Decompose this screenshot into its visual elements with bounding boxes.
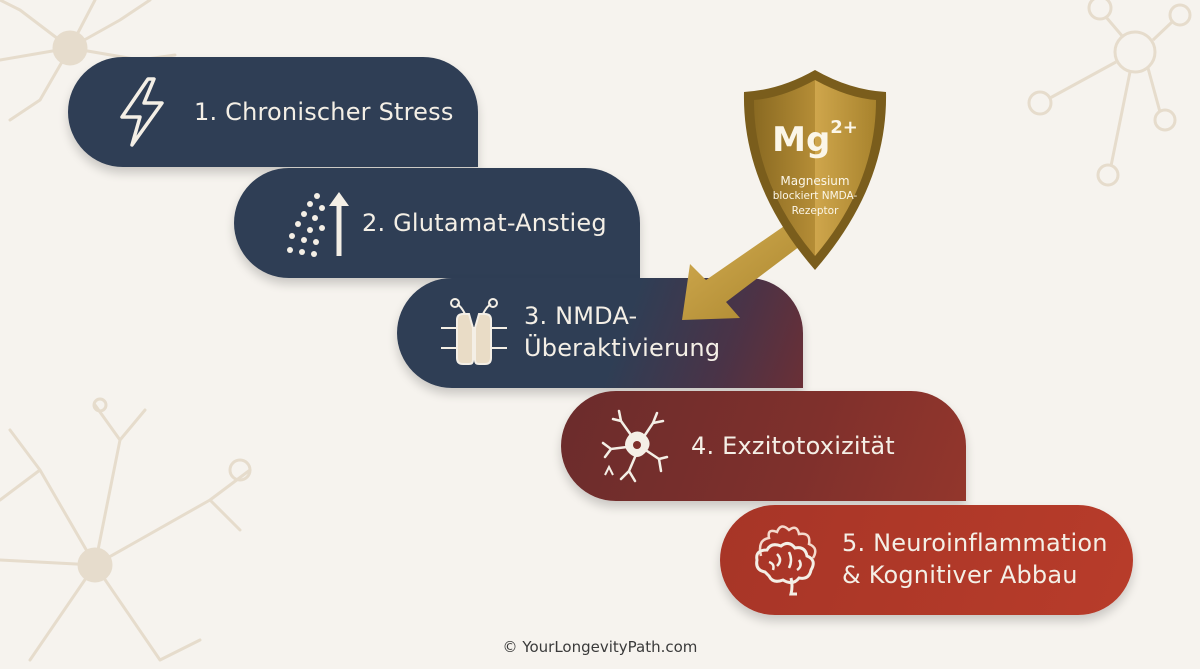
shield-line2: blockiert NMDA-	[772, 190, 858, 202]
copyright-footer: © YourLongevityPath.com	[502, 638, 698, 656]
magnesium-symbol: Mg2+	[772, 116, 858, 160]
magnesium-charge: 2+	[830, 116, 858, 138]
magnesium-shield: Mg2+ Magnesium blockiert NMDA- Rezeptor	[740, 66, 890, 276]
step-label-line1: 3. NMDA-	[524, 302, 638, 330]
step-label: 4. Exzitotoxizität	[691, 432, 895, 460]
step-label-line2: & Kognitiver Abbau	[842, 561, 1078, 589]
shield-icon	[743, 70, 887, 270]
step-glutamate-rise: 2. Glutamat-Anstieg	[234, 168, 640, 278]
damaged-neuron-icon	[581, 391, 691, 501]
neuron-top-left-icon	[0, 0, 177, 122]
lightning-bolt-icon	[88, 57, 198, 167]
burning-brain-icon	[732, 505, 842, 615]
step-label: 1. Chronischer Stress	[194, 98, 454, 126]
step-neuroinflammation: 5. Neuroinflammation & Kognitiver Abbau	[720, 505, 1133, 615]
step-nmda-overactivation: 3. NMDA- Überaktivierung	[397, 278, 803, 388]
nmda-receptor-icon	[419, 278, 529, 388]
step-excitotoxicity: 4. Exzitotoxizität	[561, 391, 966, 501]
step-label: 5. Neuroinflammation & Kognitiver Abbau	[842, 527, 1108, 591]
shield-line3: Rezeptor	[791, 205, 839, 217]
shield-line1: Magnesium	[780, 174, 850, 188]
neuron-bottom-left-icon	[0, 397, 252, 662]
step-label: 2. Glutamat-Anstieg	[362, 209, 607, 237]
step-label-line2: Überaktivierung	[524, 334, 721, 362]
step-label-line1: 5. Neuroinflammation	[842, 529, 1108, 557]
step-chronic-stress: 1. Chronischer Stress	[68, 57, 478, 167]
rising-molecules-icon	[262, 168, 372, 278]
molecule-top-right-icon	[1027, 0, 1192, 187]
step-label: 3. NMDA- Überaktivierung	[524, 300, 720, 364]
